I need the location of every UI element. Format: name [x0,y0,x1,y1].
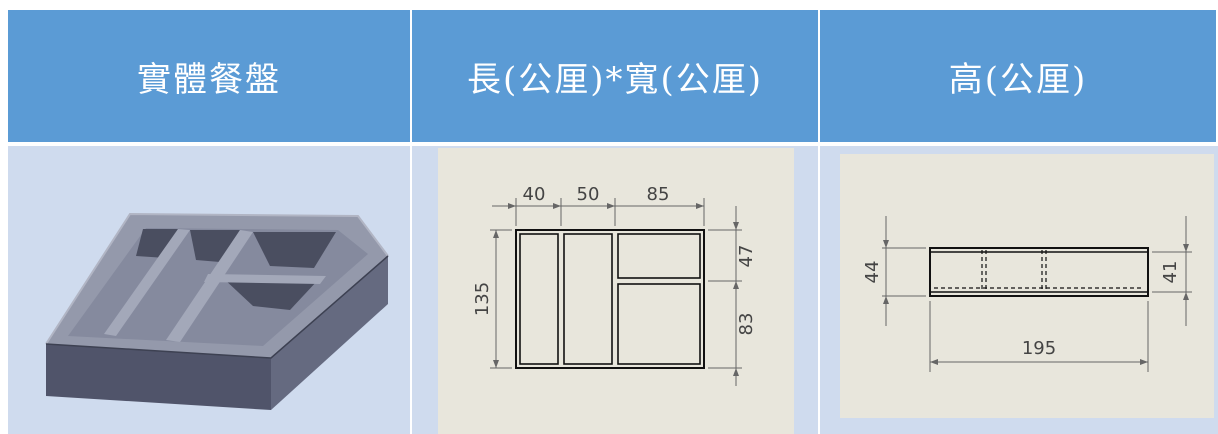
compartment-d [617,283,701,365]
tray-3d-cell [8,146,412,434]
dim-width-1: 40 [523,184,546,205]
dim-length: 195 [1022,338,1056,359]
dim-height-2: 83 [736,313,757,336]
compartment-3 [253,232,336,268]
compartment-2 [190,230,240,262]
dim-width-3: 85 [647,184,670,205]
drawing-sheet [438,148,794,434]
front-view-cell: 44 41 195 [820,146,1218,434]
front-view-drawing: 44 41 195 [840,154,1214,418]
header-length-width: 長(公厘)*寬(公厘) [412,10,820,146]
compartment-a [519,233,559,365]
dim-width-2: 50 [577,184,600,205]
compartment-b [563,233,613,365]
dim-height-outer: 44 [862,261,883,284]
tray-outline [515,229,705,369]
compartment-c [617,233,701,279]
drawing-sheet [840,154,1214,418]
header-height: 高(公厘) [820,10,1218,146]
divider-2 [166,230,253,342]
tray-3d-model [45,212,389,410]
compartment-4 [223,278,318,310]
comparison-table: 實體餐盤 長(公厘)*寬(公厘) 高(公厘) [8,10,1218,434]
dim-length: 135 [472,282,493,316]
tray-front-face [46,344,271,410]
top-view-drawing: 40 50 85 135 47 83 [438,148,794,434]
tray-right-face [271,256,388,410]
divider-1 [104,229,190,336]
dim-height-1: 47 [736,245,757,268]
dim-height-inner: 41 [1160,261,1181,284]
tray-side-outline [929,247,1149,297]
header-physical-tray: 實體餐盤 [8,10,412,146]
top-view-cell: 40 50 85 135 47 83 [412,146,820,434]
divider-3 [204,274,326,284]
